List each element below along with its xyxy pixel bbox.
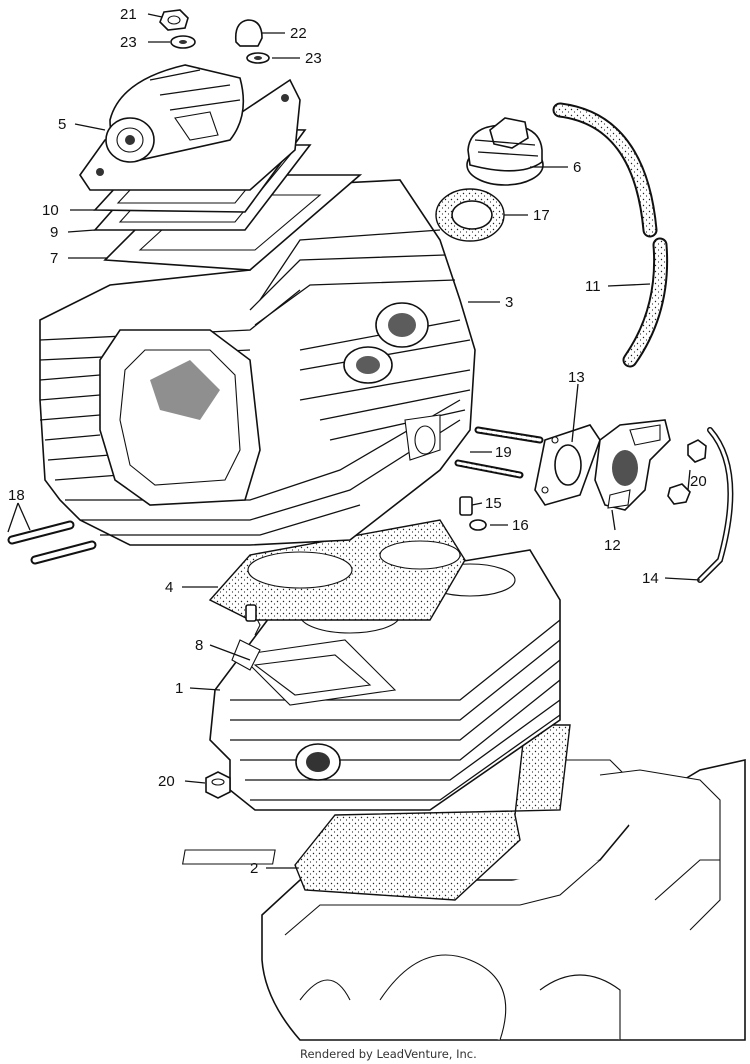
cap-nut-22-illustration bbox=[234, 19, 263, 47]
callout-6: 6 bbox=[573, 159, 581, 176]
callout-11: 11 bbox=[585, 278, 601, 295]
head-gasket-illustration bbox=[208, 519, 466, 621]
carburetor-insulator-illustration bbox=[594, 419, 671, 511]
washer-23b-illustration bbox=[246, 52, 270, 64]
studs-illustration bbox=[454, 426, 544, 479]
callout-7: 7 bbox=[50, 250, 58, 267]
cylinder-dowel-illustration bbox=[245, 604, 257, 622]
callout-13: 13 bbox=[568, 369, 585, 386]
callout-21: 21 bbox=[120, 6, 137, 23]
callout-19: 19 bbox=[495, 444, 512, 461]
callout-2: 2 bbox=[250, 860, 258, 877]
callout-23-right: 23 bbox=[305, 50, 322, 67]
nut-20a-illustration bbox=[667, 439, 707, 505]
camshaft-housing-illustration bbox=[79, 64, 301, 191]
callout-18: 18 bbox=[8, 487, 25, 504]
washer-23a-illustration bbox=[170, 35, 196, 49]
callout-15: 15 bbox=[485, 495, 502, 512]
callout-8: 8 bbox=[195, 637, 203, 654]
sealing-washer-illustration bbox=[435, 188, 505, 242]
callout-12: 12 bbox=[604, 537, 621, 554]
o-ring-16-illustration bbox=[469, 519, 487, 531]
cylinder-head-illustration bbox=[39, 179, 476, 546]
oil-filler-cap-illustration bbox=[466, 117, 544, 186]
base-gasket-illustration bbox=[182, 724, 571, 901]
breather-tube-illustration bbox=[552, 102, 669, 368]
callout-23-left: 23 bbox=[120, 34, 137, 51]
insulator-gasket-illustration bbox=[534, 424, 601, 506]
callout-17: 17 bbox=[533, 207, 550, 224]
nut-20b-illustration bbox=[205, 771, 231, 799]
callout-16: 16 bbox=[512, 517, 529, 534]
leader-lines bbox=[7, 13, 701, 869]
callout-14: 14 bbox=[642, 570, 659, 587]
callout-22: 22 bbox=[290, 25, 307, 42]
callout-1: 1 bbox=[175, 680, 183, 697]
callout-9: 9 bbox=[50, 224, 58, 241]
callout-20-right: 20 bbox=[690, 473, 707, 490]
callout-5: 5 bbox=[58, 116, 66, 133]
callout-labels: 21 22 23 23 5 6 10 17 9 7 11 3 13 19 20 … bbox=[8, 6, 707, 877]
callout-20-left: 20 bbox=[158, 773, 175, 790]
callout-4: 4 bbox=[165, 579, 173, 596]
footer-credit: Rendered by LeadVenture, Inc. bbox=[300, 1047, 477, 1061]
vent-tube-illustration bbox=[697, 427, 734, 583]
dowel-pins-illustration bbox=[7, 520, 97, 565]
nut-21-illustration bbox=[159, 9, 189, 31]
callout-3: 3 bbox=[505, 294, 513, 311]
callout-10: 10 bbox=[42, 202, 59, 219]
dowel-15-illustration bbox=[459, 496, 473, 516]
